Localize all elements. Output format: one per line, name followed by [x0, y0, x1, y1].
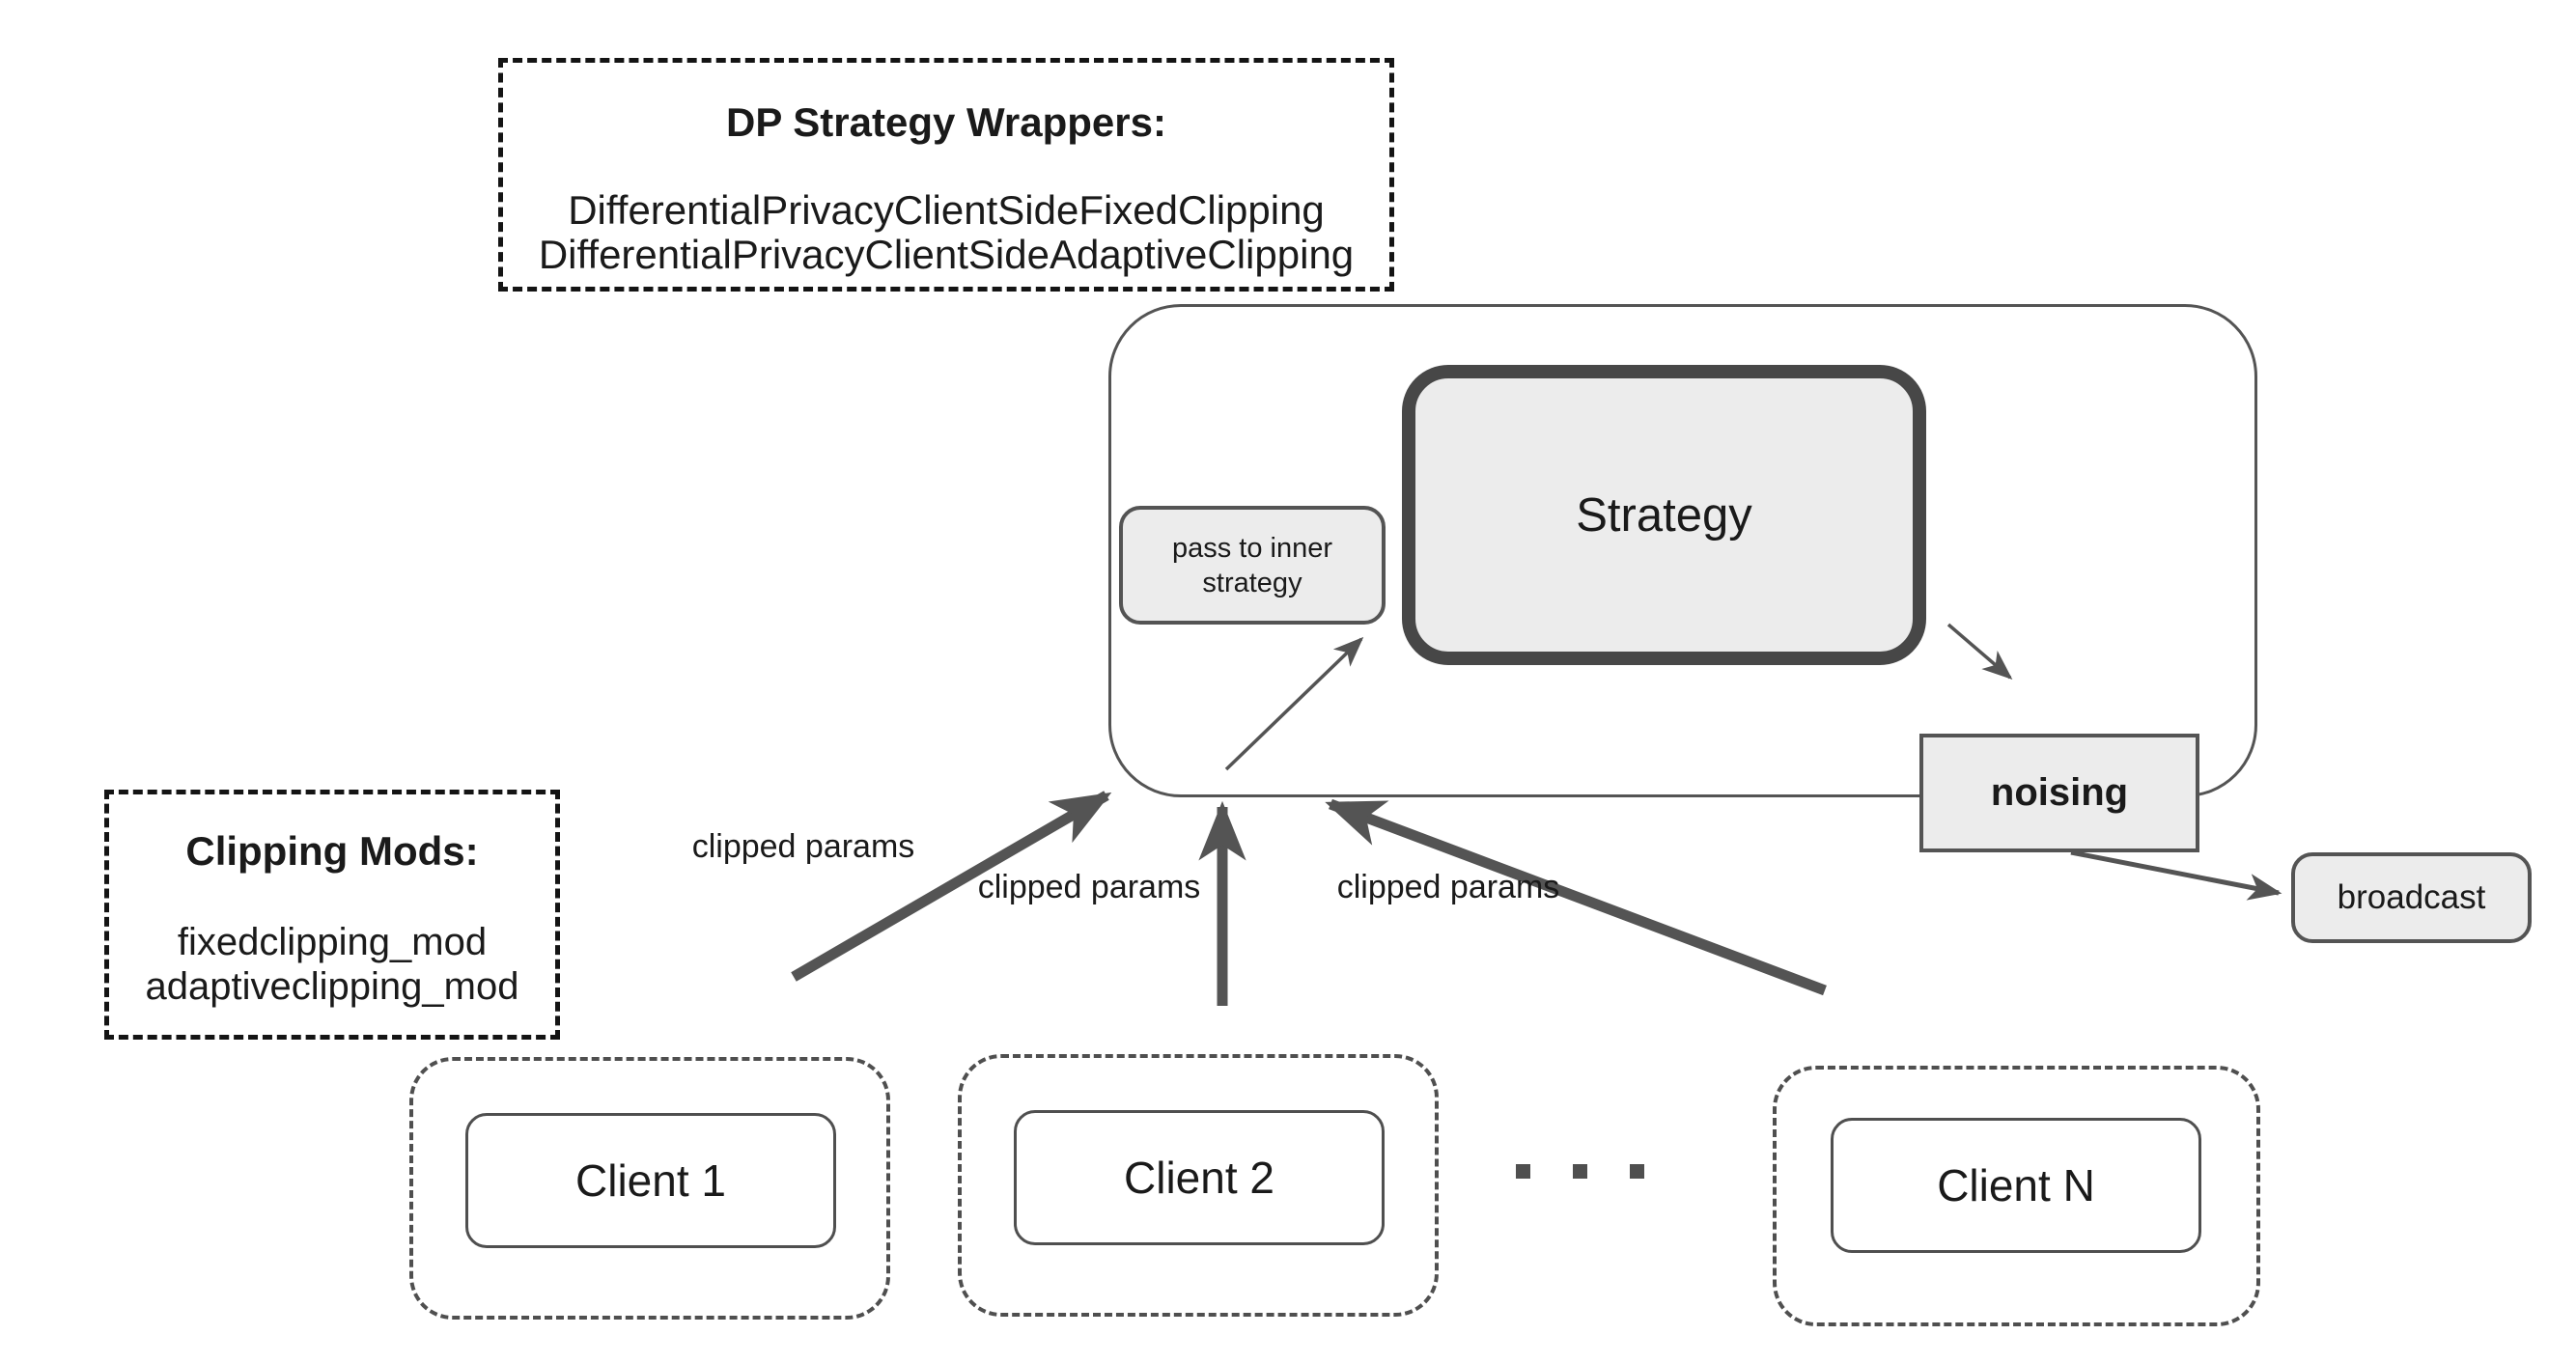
clipped-params-label-1: clipped params: [691, 828, 915, 865]
broadcast-box: broadcast: [2291, 852, 2532, 943]
wrapper-item-fixed: DifferentialPrivacyClientSideFixedClippi…: [568, 187, 1325, 233]
wrapper-item-adaptive: DifferentialPrivacyClientSideAdaptiveCli…: [538, 232, 1355, 277]
dot-3: [1630, 1164, 1644, 1179]
ellipsis-dots: [1516, 1164, 1651, 1179]
clipped-params-label-2: clipped params: [977, 869, 1201, 905]
client-n-card: Client N: [1773, 1066, 2260, 1326]
pass-to-inner-strategy-label: pass to inner strategy: [1171, 532, 1333, 598]
clipped-params-label-3: clipped params: [1336, 869, 1560, 905]
client-2-card: Client 2: [958, 1054, 1439, 1317]
dp-strategy-wrappers-items: DifferentialPrivacyClientSideFixedClippi…: [503, 188, 1389, 277]
arrow-noising-to-broadcast: [2070, 849, 2282, 901]
broadcast-label: broadcast: [2337, 878, 2486, 916]
mod-item-fixed: fixedclipping_mod: [177, 921, 488, 963]
arrow-to-pass-to-inner: [1224, 636, 1364, 771]
client-1-card: Client 1: [409, 1057, 890, 1320]
arrow-clientN-to-server: [1325, 798, 1827, 996]
noising-box: noising: [1919, 734, 2199, 852]
clipping-mods-title: Clipping Mods:: [185, 828, 479, 874]
clipping-mods-box: Clipping Mods: fixedclipping_mod adaptiv…: [104, 790, 560, 1040]
client-1-inner-box: Client 1: [465, 1113, 836, 1248]
dot-1: [1516, 1164, 1530, 1179]
noising-label: noising: [1990, 771, 2129, 814]
dp-strategy-wrappers-title: DP Strategy Wrappers:: [726, 99, 1166, 145]
client-n-inner-box: Client N: [1831, 1118, 2201, 1253]
arrow-client1-to-server: [791, 791, 1112, 982]
clipping-mods-items: fixedclipping_mod adaptiveclipping_mod: [109, 920, 555, 1009]
mod-item-adaptive: adaptiveclipping_mod: [145, 965, 519, 1008]
strategy-label: Strategy: [1576, 488, 1752, 542]
dp-strategy-wrappers-box: DP Strategy Wrappers: DifferentialPrivac…: [498, 58, 1394, 292]
client-1-label: Client 1: [575, 1155, 726, 1206]
pass-to-inner-strategy-box: pass to inner strategy: [1119, 506, 1386, 625]
client-n-label: Client N: [1937, 1160, 2095, 1210]
client-2-label: Client 2: [1124, 1153, 1274, 1203]
client-2-inner-box: Client 2: [1014, 1110, 1385, 1245]
arrow-strategy-to-noising: [1946, 623, 2013, 681]
dot-2: [1573, 1164, 1587, 1179]
strategy-box: Strategy: [1402, 365, 1926, 665]
